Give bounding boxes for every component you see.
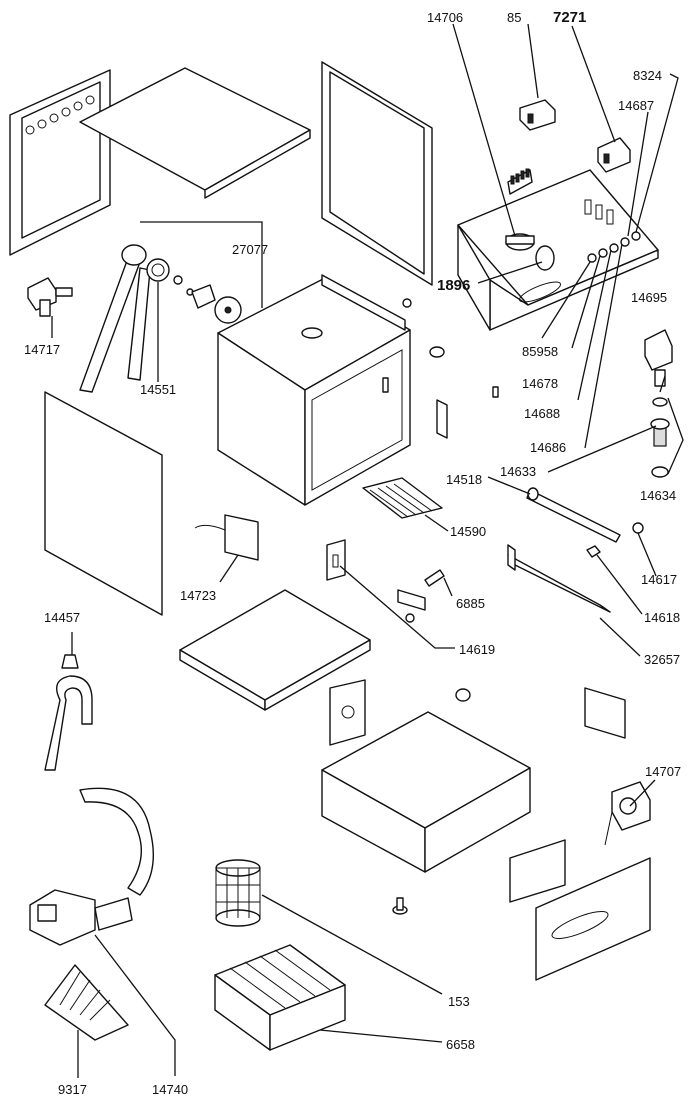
small-bolt [402,298,412,308]
wire-basket-6658 [214,944,346,1051]
gas-valve-14707 [604,781,651,846]
label-14695: 14695 [631,290,667,305]
label-7271: 7271 [553,9,586,26]
angle-bracket [584,687,626,739]
label-14740: 14740 [152,1082,188,1097]
part-labels: 14706 85 7271 8324 14687 27077 1896 1471… [24,9,681,1097]
drawer-tray [179,589,371,711]
u-pipe [44,675,93,771]
label-14686: 14686 [530,440,566,455]
label-14687: 14687 [618,98,654,113]
grill-rack [362,477,443,519]
label-14688: 14688 [524,406,560,421]
label-14633: 14633 [500,464,536,479]
hinge-plate [436,399,448,439]
mount-plate [329,679,366,746]
burner-tube-14518 [526,487,621,543]
latch [455,688,471,702]
terminal-block [507,168,533,195]
label-6658: 6658 [446,1037,475,1052]
label-6885: 6885 [456,596,485,611]
label-9317: 9317 [58,1082,87,1097]
top-plate [79,67,311,199]
label-14617: 14617 [641,572,677,587]
flex-hose [79,787,155,896]
nut-14618 [586,545,601,558]
relay-85 [519,99,556,131]
label-85958: 85958 [522,344,558,359]
label-85: 85 [507,10,521,25]
label-14717: 14717 [24,342,60,357]
label-14518: 14518 [446,472,482,487]
heater-pad [194,514,259,561]
label-14678: 14678 [522,376,558,391]
label-14618: 14618 [644,610,680,625]
side-panel [44,391,163,616]
label-14706: 14706 [427,10,463,25]
pin-6885 [424,569,445,587]
gas-tube-assembly [79,244,242,393]
nut-small [405,613,415,623]
fitting-14634 [650,397,670,478]
leveling-foot [392,897,408,915]
bracket-14619 [326,539,346,581]
label-1896: 1896 [437,277,470,294]
label-8324: 8324 [633,68,662,83]
small-clip [492,386,499,398]
label-32657: 32657 [644,652,680,667]
label-14590: 14590 [450,524,486,539]
gas-valve-14717 [27,277,73,317]
cylinder-basket-153 [215,859,261,927]
label-14723: 14723 [180,588,216,603]
thermostat-knob [505,233,535,251]
plate-14619 [397,589,426,611]
label-14634: 14634 [640,488,676,503]
label-27077: 27077 [232,242,268,257]
label-14707: 14707 [645,764,681,779]
rack-9317 [44,964,129,1041]
base-frame [321,711,531,873]
door-frame-panel [321,61,433,286]
bracket-lower [509,839,566,903]
label-153: 153 [448,994,470,1009]
leader-lines [51,23,684,1078]
label-14551: 14551 [140,382,176,397]
side-frame-panel [9,69,111,256]
control-panel [457,169,659,331]
label-14457: 14457 [44,610,80,625]
igniter-14695 [644,329,673,387]
support-bracket-32657 [507,544,611,613]
control-dial [535,245,555,271]
small-grommet [429,346,445,358]
label-14619: 14619 [459,642,495,657]
blower-14740 [29,889,133,946]
nut-14617 [632,522,644,534]
relay-7271 [597,137,631,173]
top-rail [321,274,406,331]
access-panel [535,857,651,981]
nozzle-14457 [61,654,79,669]
